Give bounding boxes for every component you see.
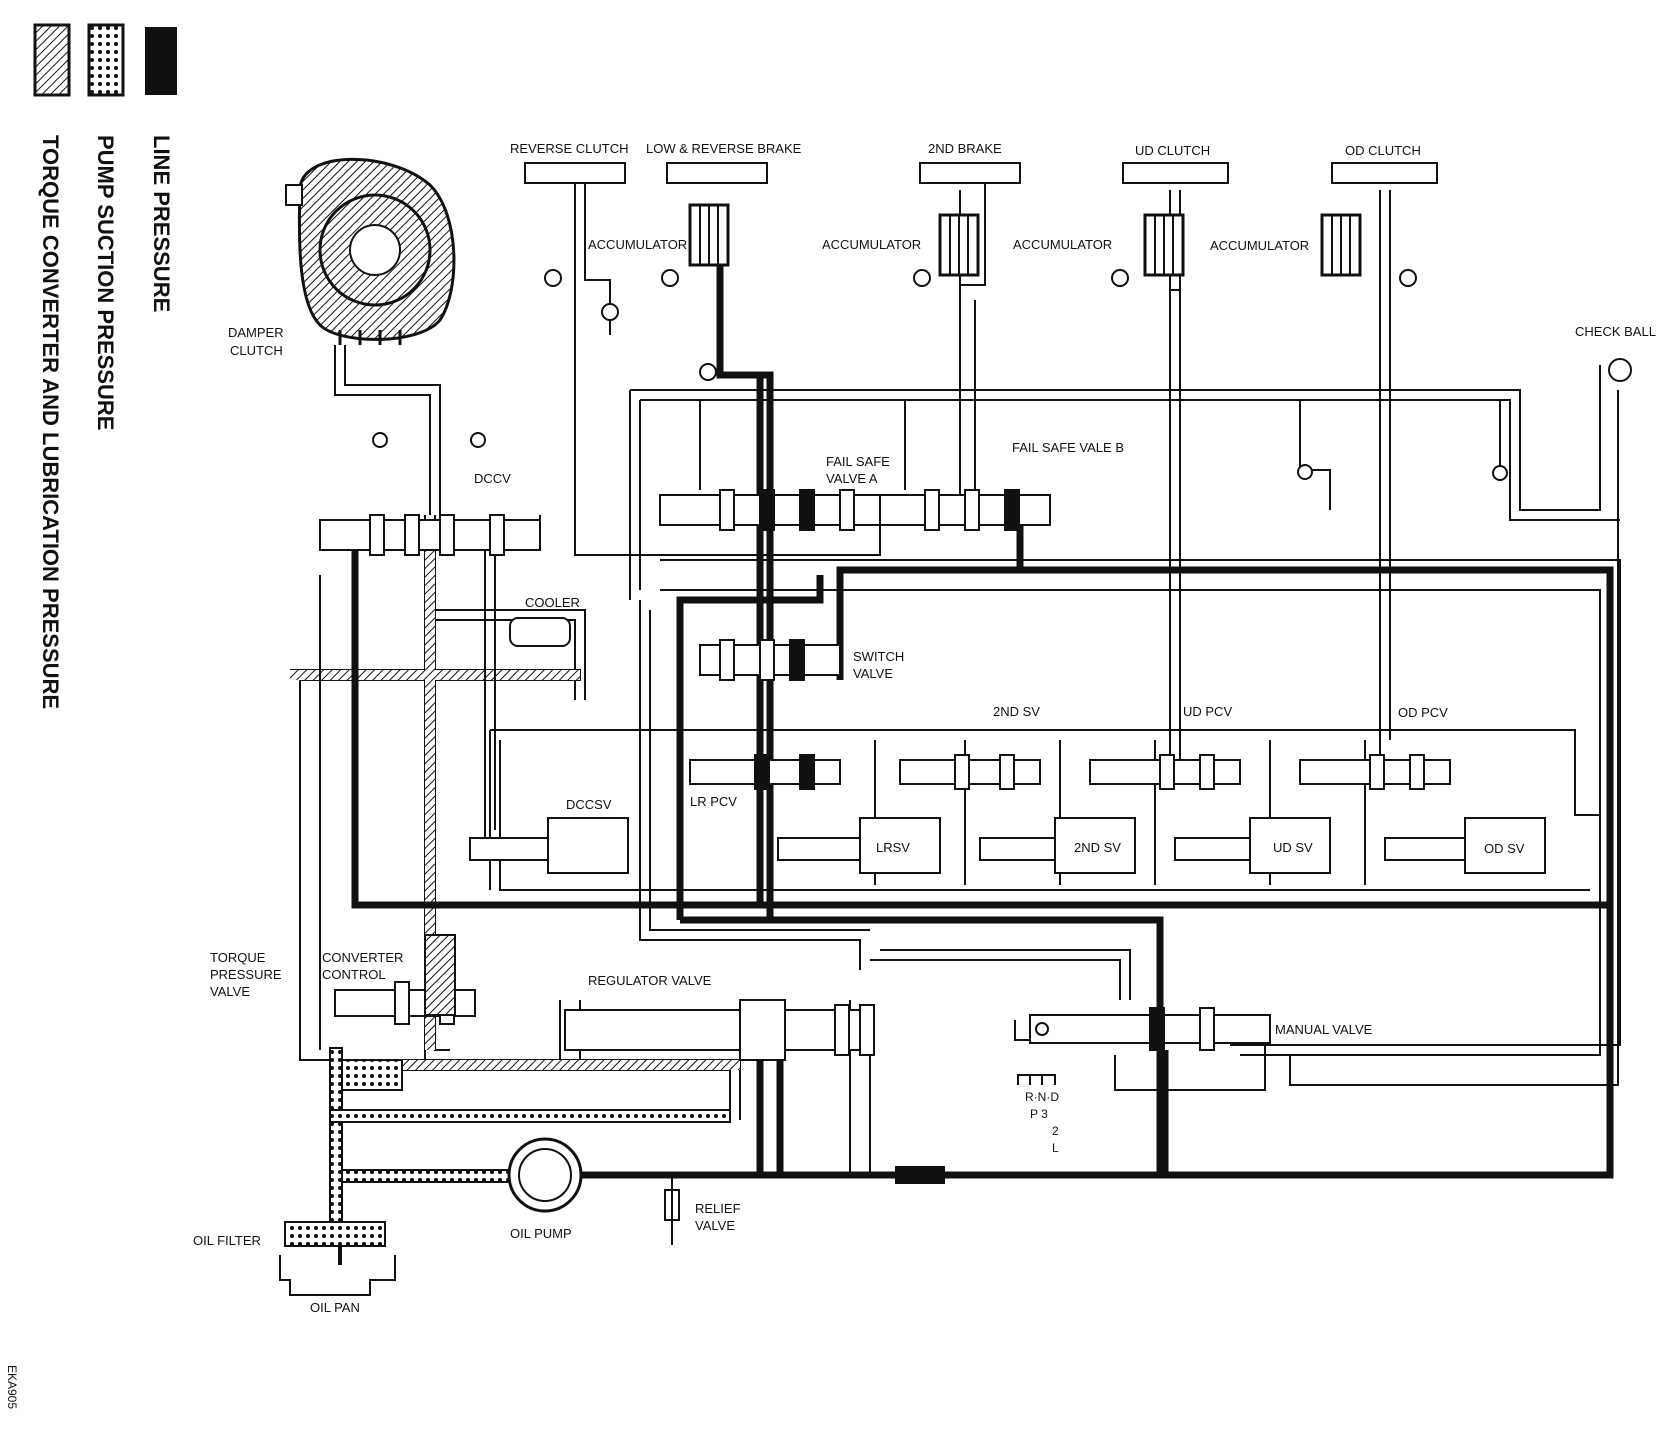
label-od-clutch: OD CLUTCH [1345, 143, 1421, 158]
label-shift-row4: L [1052, 1141, 1059, 1155]
check-balls [372, 269, 1632, 481]
lrsv-body [859, 817, 941, 874]
label-low-reverse-brake: LOW & REVERSE BRAKE [646, 141, 802, 156]
label-dccv: DCCV [474, 471, 511, 486]
label-torque-pressure-line1: TORQUE [210, 950, 266, 965]
label-2nd-sv: 2ND SV [1074, 840, 1121, 855]
spool-valves [319, 489, 1546, 1085]
figure-code: EKA905 [5, 1365, 19, 1409]
labels: REVERSE CLUTCH LOW & REVERSE BRAKE 2ND B… [5, 141, 1656, 1409]
label-fail-safe-a-line1: FAIL SAFE [826, 454, 890, 469]
hatched-bottom-passage [330, 1060, 740, 1070]
label-accumulator-od: ACCUMULATOR [1210, 238, 1309, 253]
second-sv-plunger [979, 837, 1056, 861]
hatched-horizontal-passage [290, 670, 580, 680]
label-oil-filter: OIL FILTER [193, 1233, 261, 1248]
second-sv-body [1054, 817, 1136, 874]
label-ud-pcv: UD PCV [1183, 704, 1232, 719]
label-oil-pump: OIL PUMP [510, 1226, 572, 1241]
label-ud-clutch: UD CLUTCH [1135, 143, 1210, 158]
dccsv-body [547, 817, 629, 874]
label-torque-pressure-line2: PRESSURE [210, 967, 282, 982]
line-pressure-orifice [895, 1166, 945, 1184]
label-lr-pcv: LR PCV [690, 794, 737, 809]
accumulator-od [1320, 213, 1362, 277]
legend-swatch-line-pressure [145, 27, 177, 95]
cooler-body [509, 617, 571, 647]
label-lrsv: LRSV [876, 840, 910, 855]
accumulators [688, 203, 1362, 277]
label-cooler: COOLER [525, 595, 580, 610]
label-od-sv: OD SV [1484, 841, 1525, 856]
label-shift-row3: 2 [1052, 1124, 1059, 1138]
torque-converter [285, 157, 456, 345]
legend: LINE PRESSURE PUMP SUCTION PRESSURE TORQ… [33, 23, 177, 709]
label-fail-safe-b: FAIL SAFE VALE B [1012, 440, 1124, 455]
suction-lines [284, 1047, 731, 1247]
label-accumulator-2nd: ACCUMULATOR [822, 237, 921, 252]
label-manual-valve: MANUAL VALVE [1275, 1022, 1373, 1037]
accumulator-2nd [938, 213, 980, 277]
label-dccsv: DCCSV [566, 797, 612, 812]
label-oil-pan: OIL PAN [310, 1300, 360, 1315]
label-accumulator-lr: ACCUMULATOR [588, 237, 687, 252]
hatched-vertical-passage [425, 530, 435, 1050]
legend-swatch-pump-suction [87, 23, 125, 97]
top-units [524, 162, 1438, 184]
dccv-body [319, 519, 541, 551]
label-relief-valve-line2: VALVE [695, 1218, 735, 1233]
label-accumulator-ud: ACCUMULATOR [1013, 237, 1112, 252]
label-shift-row1: R·N·D [1025, 1090, 1059, 1104]
label-relief-valve-line1: RELIEF [695, 1201, 741, 1216]
accumulator-lr [688, 203, 730, 267]
label-switch-valve-line2: VALVE [853, 666, 893, 681]
reverse-clutch-block [524, 162, 626, 184]
legend-label-torque-converter: TORQUE CONVERTER AND LUBRICATION PRESSUR… [38, 135, 63, 709]
relief-valve [664, 1178, 680, 1245]
dccsv-plunger [469, 837, 549, 861]
label-damper-clutch-line2: CLUTCH [230, 343, 283, 358]
label-2nd-sv-top: 2ND SV [993, 704, 1040, 719]
label-check-ball: CHECK BALL [1575, 324, 1656, 339]
regulator-valve-body [564, 1009, 866, 1051]
ud-clutch-block [1122, 162, 1229, 184]
lrsv-plunger [777, 837, 861, 861]
label-shift-row2: P 3 [1030, 1107, 1048, 1121]
label-converter-control-line2: CONTROL [322, 967, 386, 982]
second-brake-block [919, 162, 1021, 184]
oil-pump [507, 1137, 583, 1213]
legend-label-line-pressure: LINE PRESSURE [149, 135, 174, 312]
label-converter-control-line1: CONVERTER [322, 950, 403, 965]
label-ud-sv: UD SV [1273, 840, 1313, 855]
od-clutch-block [1331, 162, 1438, 184]
label-second-brake: 2ND BRAKE [928, 141, 1002, 156]
label-torque-pressure-line3: VALVE [210, 984, 250, 999]
oil-pan [279, 1246, 396, 1296]
label-regulator-valve: REGULATOR VALVE [588, 973, 712, 988]
legend-swatch-torque-converter [33, 23, 71, 97]
converter-control-body [424, 934, 456, 1016]
ud-sv-plunger [1174, 837, 1251, 861]
od-sv-plunger [1384, 837, 1466, 861]
label-damper-clutch-line1: DAMPER [228, 325, 284, 340]
label-reverse-clutch: REVERSE CLUTCH [510, 141, 628, 156]
label-od-pcv: OD PCV [1398, 705, 1448, 720]
accumulator-ud [1143, 213, 1185, 277]
label-fail-safe-a-line2: VALVE A [826, 471, 878, 486]
low-reverse-brake-block [666, 162, 768, 184]
legend-label-pump-suction: PUMP SUCTION PRESSURE [93, 135, 118, 430]
label-switch-valve-line1: SWITCH [853, 649, 904, 664]
